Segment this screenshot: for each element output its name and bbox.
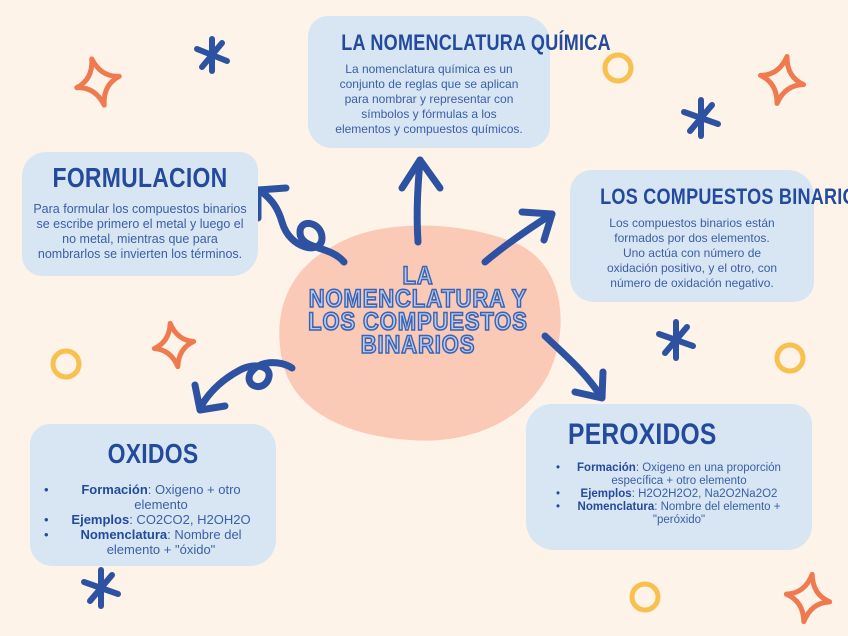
item-value: : Oxigeno en una proporción específica +… <box>611 462 781 487</box>
list-item: •Formación: Oxigeno en una proporción es… <box>550 462 788 488</box>
card-title: OXIDOS <box>57 438 249 470</box>
item-label: Formación <box>577 462 636 474</box>
card-peroxidos: PEROXIDOS •Formación: Oxigeno en una pro… <box>526 404 812 550</box>
card-formulacion: FORMULACION Para formular los compuestos… <box>22 152 258 276</box>
item-label: Ejemplos <box>581 488 632 500</box>
list-item: •Nomenclatura: Nombre del elemento + "pe… <box>550 501 788 527</box>
card-text: Los compuestos binarios están formados p… <box>580 216 804 291</box>
arrow-up-icon <box>417 160 420 242</box>
item-value: : H2O2H2O2, Na2O2Na2O2 <box>632 488 778 500</box>
list-item: •Ejemplos: H2O2H2O2, Na2O2Na2O2 <box>550 488 788 501</box>
card-nomenclatura-quimica: LA NOMENCLATURA QUÍMICA La nomenclatura … <box>308 16 550 148</box>
item-value: : Nombre del elemento + "peróxido" <box>653 501 781 526</box>
item-value: : Oxigeno + otro elemento <box>134 482 240 512</box>
card-oxidos: OXIDOS •Formación: Oxigeno + otro elemen… <box>30 424 276 566</box>
card-text: La nomenclatura química es un conjunto d… <box>322 62 536 137</box>
arrow-right-up-icon <box>485 214 552 262</box>
item-label: Ejemplos <box>71 512 129 527</box>
list-item: •Ejemplos: CO2CO2, H2OH2O <box>36 512 270 527</box>
item-value: : CO2CO2, H2OH2O <box>129 512 250 527</box>
list-item: •Nomenclatura: Nombre del elemento + "óx… <box>36 527 270 557</box>
oxidos-list: •Formación: Oxigeno + otro elemento •Eje… <box>36 482 270 557</box>
card-title: LOS COMPUESTOS BINARIOS <box>600 184 784 210</box>
item-label: Formación <box>81 482 147 497</box>
card-compuestos-binarios: LOS COMPUESTOS BINARIOS Los compuestos b… <box>570 170 814 302</box>
arrow-right-down-icon <box>545 336 600 395</box>
card-title: PEROXIDOS <box>550 418 745 452</box>
list-item: •Formación: Oxigeno + otro elemento <box>36 482 270 512</box>
arrow-curly-left-icon <box>262 192 344 262</box>
item-label: Nomenclatura <box>578 501 655 513</box>
card-title: LA NOMENCLATURA QUÍMICA <box>341 30 516 56</box>
peroxidos-list: •Formación: Oxigeno en una proporción es… <box>550 462 788 527</box>
card-text: Para formular los compuestos binarios se… <box>30 202 250 262</box>
item-label: Nomenclatura <box>80 527 167 542</box>
arrow-curly-down-icon <box>200 363 292 408</box>
center-title-line: BINARIOS <box>298 334 537 357</box>
center-title: LA NOMENCLATURA Y LOS COMPUESTOS BINARIO… <box>298 265 537 357</box>
card-title: FORMULACION <box>50 162 230 194</box>
